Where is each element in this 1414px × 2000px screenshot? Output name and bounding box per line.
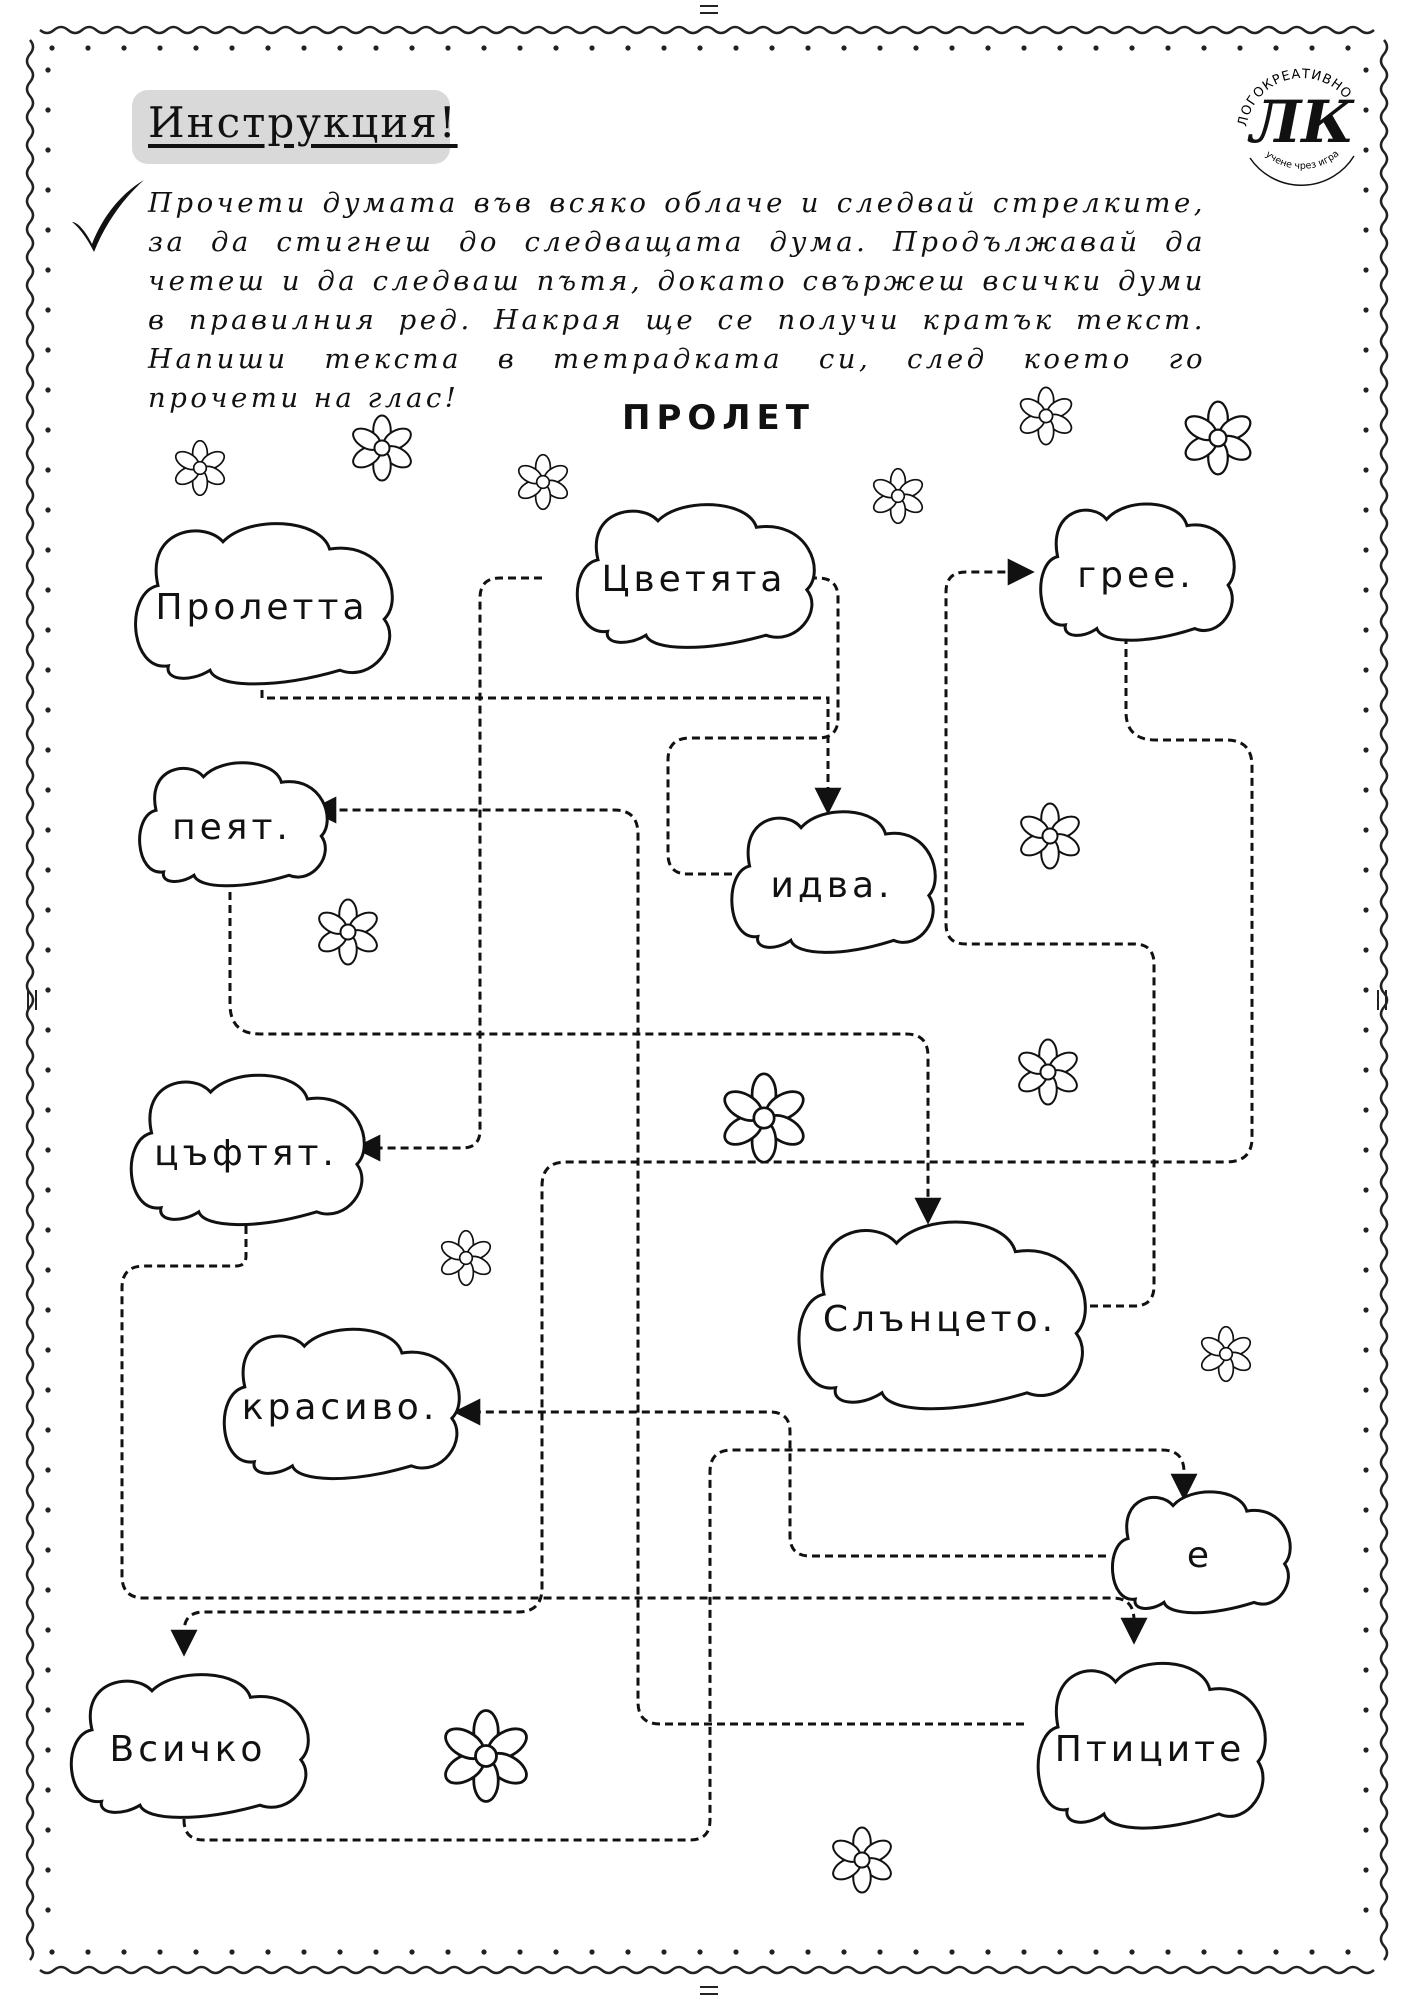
path-vsichko-e — [182, 1448, 1198, 1842]
cloud-word-ptitsite: Птиците — [1055, 1729, 1245, 1770]
path-e-krasivo — [453, 1398, 1106, 1558]
flower-icon — [1016, 802, 1084, 870]
checkmark-icon — [72, 180, 144, 252]
flower-icon — [718, 1072, 810, 1164]
flower-icon — [514, 453, 572, 511]
cloud-word-idva: идва. — [770, 865, 893, 906]
cloud-peyat — [138, 761, 329, 888]
cloud-gree — [1039, 502, 1236, 642]
cloud-word-gree: грее. — [1077, 555, 1195, 596]
cloud-ptitsite — [1036, 1661, 1267, 1830]
flower-icon — [828, 1826, 896, 1894]
cloud-word-vsichko: Всичко — [110, 1729, 267, 1770]
cloud-slanceto — [797, 1220, 1087, 1411]
flower-icon — [348, 414, 416, 482]
cloud-word-slanceto: Слънцето. — [823, 1299, 1057, 1340]
path-gree-vsichko — [170, 636, 1254, 1657]
instruction-title-box — [132, 90, 450, 164]
path-slanceto-gree — [944, 558, 1156, 1308]
path-proletta-idva — [260, 690, 842, 815]
flower-icon — [437, 1229, 495, 1287]
flower-icon — [869, 467, 927, 525]
path-caftyat-ptitsite — [120, 1226, 1148, 1645]
path-ptitsite-peyat — [309, 796, 1024, 1726]
cloud-word-proletta: Пролетта — [155, 587, 368, 628]
cloud-krasivo — [222, 1327, 461, 1481]
path-idva-cvetyata — [666, 564, 840, 876]
logo-initials: ЛК — [1247, 88, 1355, 156]
cloud-idva — [730, 810, 937, 954]
cloud-cvetyata — [575, 503, 816, 649]
path-peyat-slanceto — [228, 866, 942, 1225]
page-title: ПРОЛЕТ — [622, 398, 815, 438]
cloud-word-cvetyata: Цветята — [602, 559, 787, 600]
flower-icon — [1016, 386, 1076, 446]
flower-icon — [1014, 1038, 1082, 1106]
flower-icon — [314, 898, 382, 966]
flower-icon — [439, 1709, 533, 1803]
cloud-word-caftyat: цъфтят. — [154, 1133, 338, 1174]
flower-icon — [1180, 400, 1256, 476]
cloud-proletta — [134, 522, 394, 686]
path-cvetyata-caftyat — [353, 576, 542, 1162]
instruction-text: Прочети думата във всяко облаче и следва… — [148, 187, 1206, 414]
cloud-vsichko — [69, 1673, 310, 1819]
cloud-e — [1110, 1490, 1292, 1615]
cloud-word-krasivo: красиво. — [242, 1387, 439, 1428]
flower-icon — [1197, 1325, 1255, 1383]
cloud-word-e: е — [1187, 1535, 1213, 1576]
instruction-title: Инструкция! — [148, 98, 458, 147]
flower-icon — [171, 439, 229, 497]
logo: ЛОГОКРЕАТИВНО учене чрез игра ЛК — [1235, 67, 1355, 186]
cloud-caftyat — [129, 1073, 366, 1227]
cloud-word-peyat: пеят. — [172, 807, 292, 848]
